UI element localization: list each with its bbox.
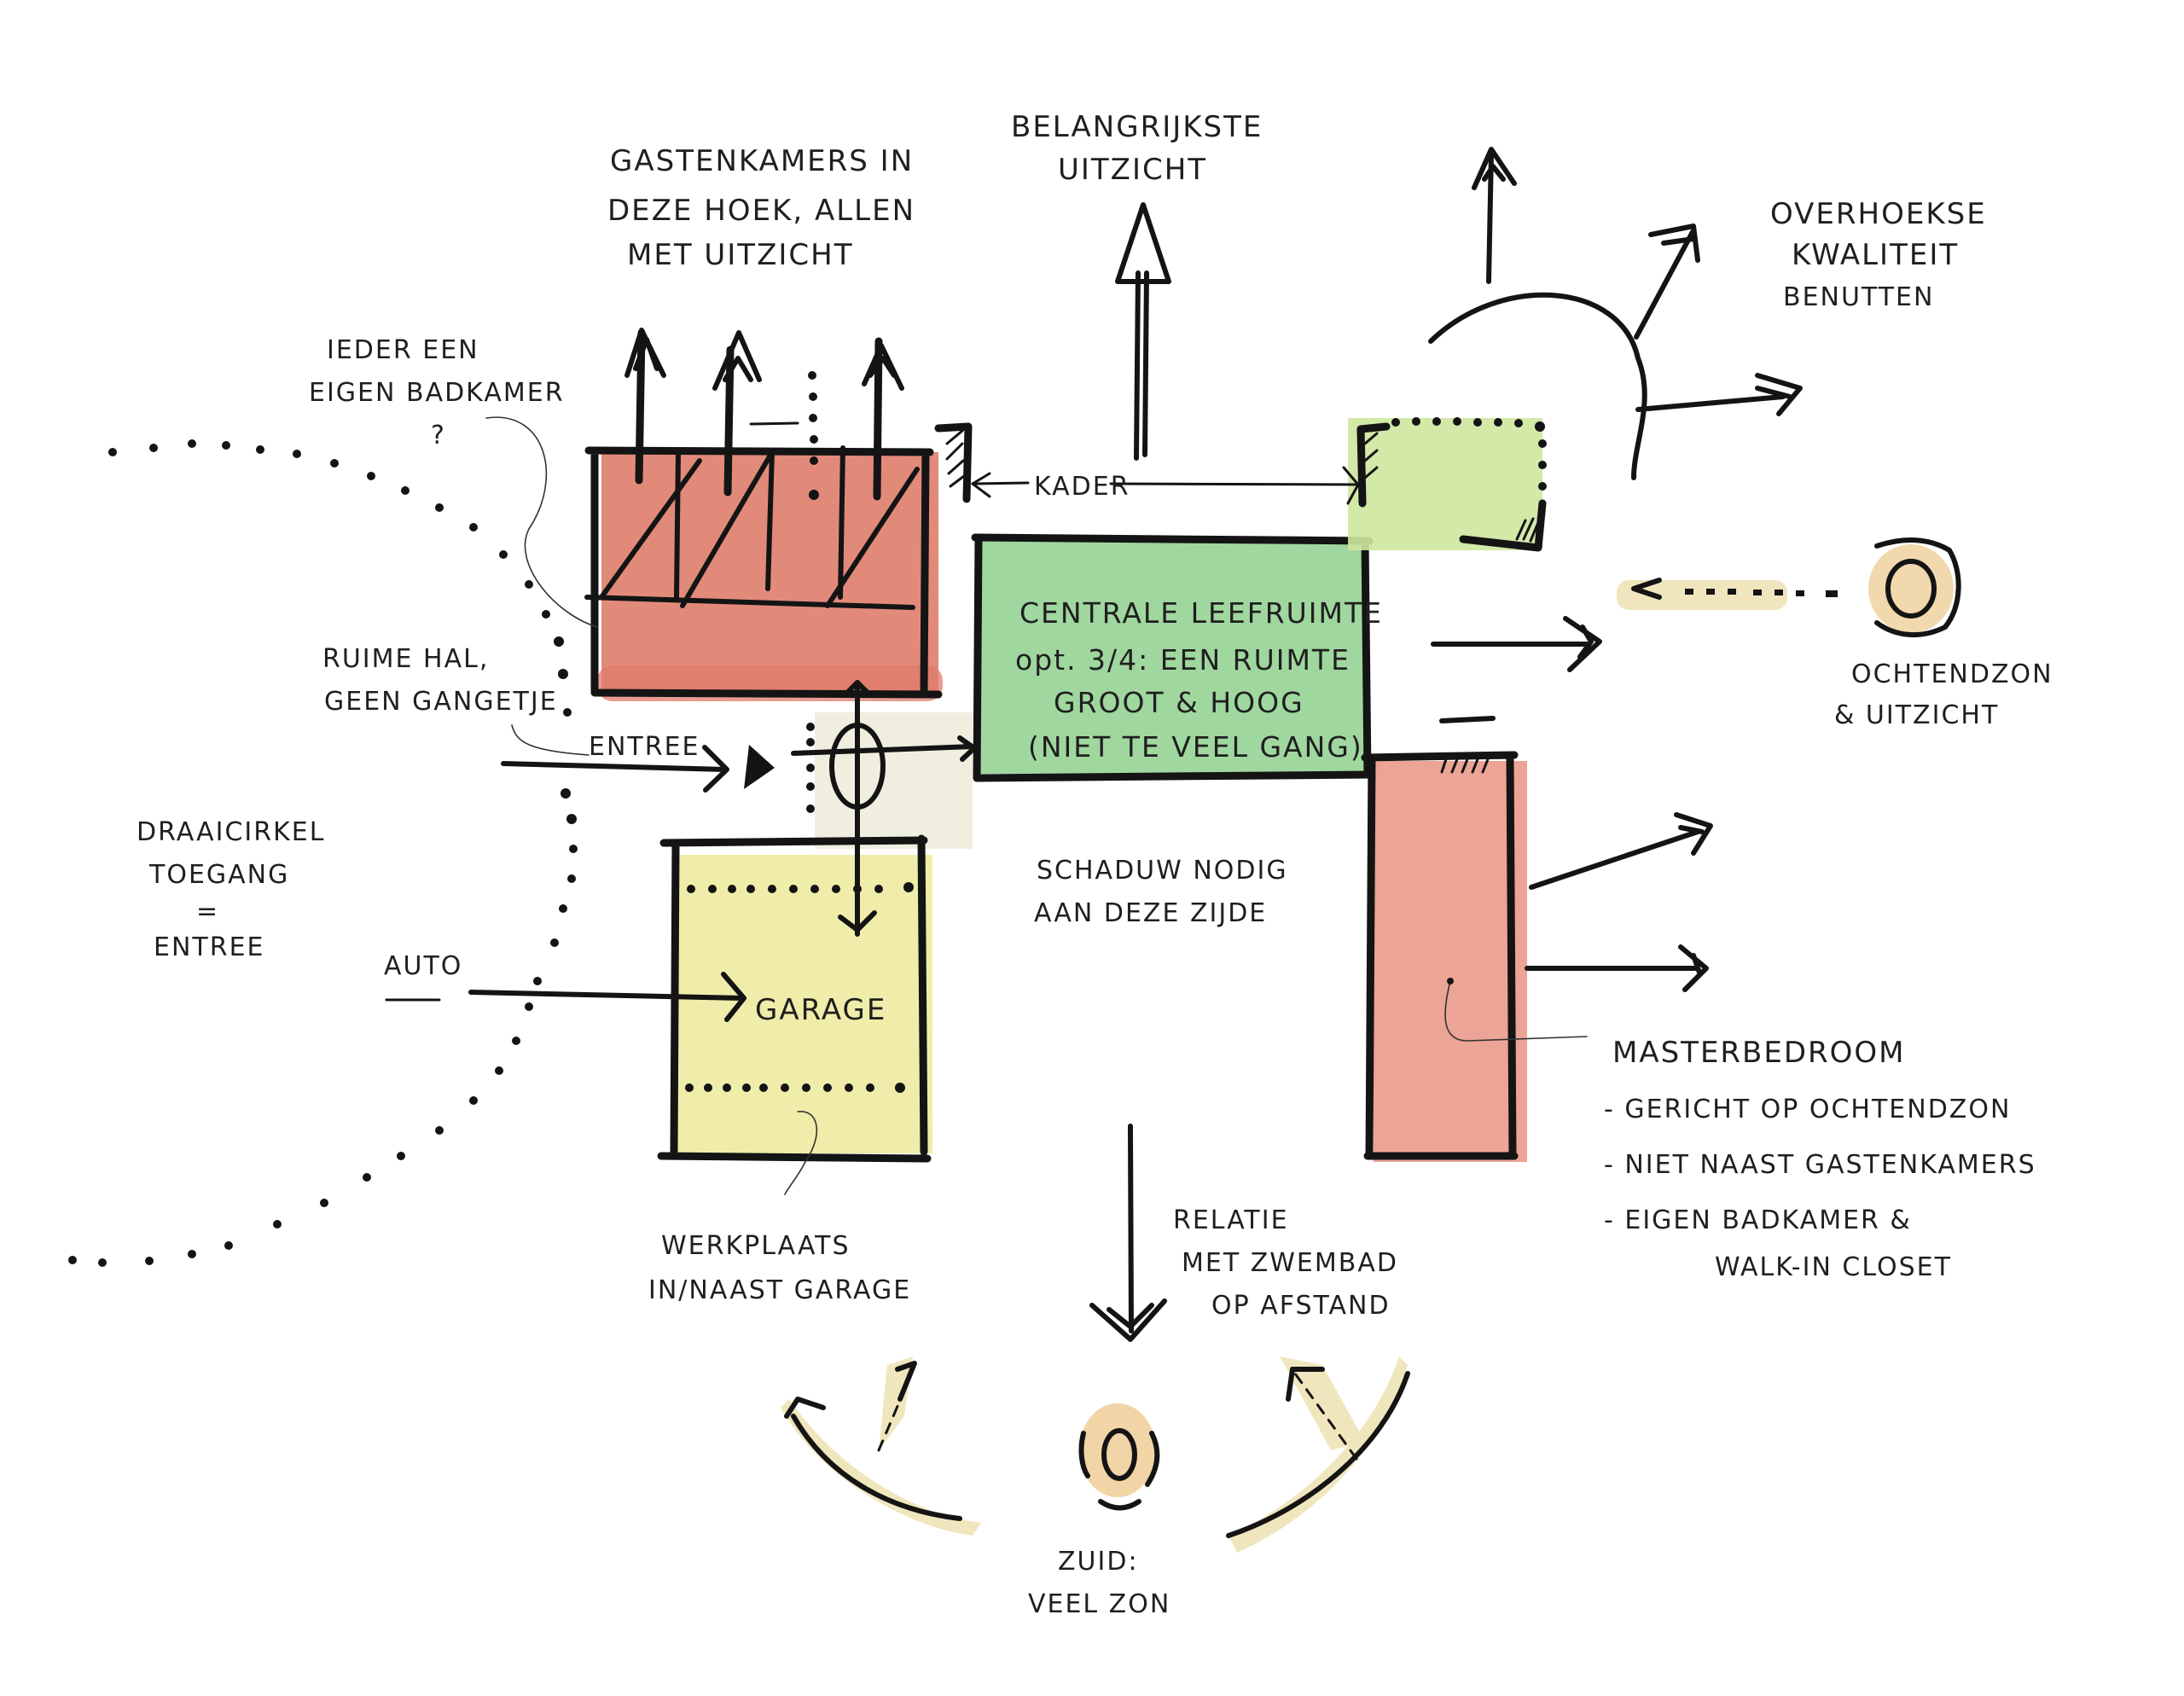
label-garage: GARAGE — [755, 993, 886, 1027]
central-living-block — [971, 533, 1374, 782]
svg-text:- GERICHT OP OCHTENDZON: - GERICHT OP OCHTENDZON — [1604, 1095, 2011, 1124]
master-bedroom-block — [1361, 751, 1588, 1162]
svg-text:KWALITEIT: KWALITEIT — [1792, 238, 1959, 272]
label-turning-circle: DRAAICIRKEL TOEGANG = ENTREE — [136, 817, 325, 962]
svg-text:GROOT & HOOG: GROOT & HOOG — [1054, 686, 1304, 719]
svg-text:- EIGEN BADKAMER &: - EIGEN BADKAMER & — [1604, 1205, 1912, 1235]
svg-text:BELANGRIJKSTE: BELANGRIJKSTE — [1011, 110, 1263, 144]
label-morning-sun: OCHTENDZON & UITZICHT — [1834, 659, 2053, 730]
svg-text:RUIME HAL,: RUIME HAL, — [322, 644, 489, 674]
svg-text:(NIET TE VEEL GANG): (NIET TE VEEL GANG) — [1028, 730, 1363, 764]
label-shade: SCHADUW NODIG AAN DEZE ZIJDE — [1034, 856, 1288, 928]
entrance-arrow — [501, 745, 775, 793]
label-south: ZUID: VEEL ZON — [1028, 1547, 1170, 1619]
label-guest-rooms: GASTENKAMERS IN DEZE HOEK, ALLEN MET UIT… — [607, 144, 915, 272]
svg-text:SCHADUW NODIG: SCHADUW NODIG — [1037, 856, 1288, 886]
svg-text:AAN DEZE ZIJDE: AAN DEZE ZIJDE — [1034, 898, 1267, 928]
label-workshop: WERKPLAATS IN/NAAST GARAGE — [648, 1231, 911, 1305]
svg-text:IEDER EEN: IEDER EEN — [327, 335, 479, 365]
hall-wash — [815, 712, 973, 849]
hall-leader-line — [511, 724, 590, 756]
turning-circle-path — [68, 439, 578, 1267]
svg-text:=: = — [196, 897, 219, 926]
corner-view-arrows — [1428, 147, 1803, 480]
living-east-arrows — [1431, 616, 1602, 723]
svg-text:& UITZICHT: & UITZICHT — [1834, 700, 1999, 730]
svg-text:WERKPLAATS: WERKPLAATS — [661, 1231, 851, 1261]
guest-view-arrows — [624, 328, 904, 501]
svg-text:opt. 3/4: EEN RUIMTE: opt. 3/4: EEN RUIMTE — [1015, 643, 1350, 677]
frame-dimension — [971, 466, 1360, 505]
label-central-living: CENTRALE LEEFRUIMTE opt. 3/4: EEN RUIMTE… — [1015, 596, 1383, 764]
corner-terrace-block — [1348, 417, 1547, 552]
sunray-dashes — [1685, 589, 1838, 597]
label-pool: RELATIE MET ZWEMBAD OP AFSTAND — [1173, 1205, 1398, 1321]
frame-wall-left — [934, 422, 973, 503]
svg-text:ZUID:: ZUID: — [1058, 1547, 1139, 1577]
garage-block — [657, 834, 932, 1195]
svg-text:IN/NAAST GARAGE: IN/NAAST GARAGE — [648, 1275, 911, 1305]
label-bathroom: IEDER EEN EIGEN BADKAMER ? — [309, 335, 565, 450]
label-corner-quality: OVERHOEKSE KWALITEIT BENUTTEN — [1770, 197, 1987, 312]
sun-icon-south — [781, 1356, 1410, 1553]
dotted-separator — [808, 371, 819, 500]
svg-text:DEZE HOEK, ALLEN: DEZE HOEK, ALLEN — [607, 194, 915, 228]
svg-text:DRAAICIRKEL: DRAAICIRKEL — [136, 817, 325, 847]
svg-text:- NIET NAAST GASTENKAMERS: - NIET NAAST GASTENKAMERS — [1604, 1150, 2036, 1180]
svg-text:BENUTTEN: BENUTTEN — [1783, 282, 1934, 312]
label-entrance: ENTREE — [589, 732, 700, 762]
label-frame: KADER — [1034, 472, 1130, 502]
svg-text:RELATIE: RELATIE — [1173, 1205, 1289, 1235]
svg-text:MASTERBEDROOM: MASTERBEDROOM — [1612, 1036, 1906, 1070]
label-car: AUTO — [384, 951, 462, 981]
main-view-arrow — [1115, 202, 1171, 461]
bathroom-leader-line — [485, 416, 598, 628]
svg-text:OP AFSTAND: OP AFSTAND — [1211, 1291, 1391, 1321]
svg-text:WALK-IN CLOSET: WALK-IN CLOSET — [1715, 1252, 1952, 1282]
svg-text:TOEGANG: TOEGANG — [148, 860, 289, 890]
car-arrow — [385, 972, 746, 1022]
svg-text:MET UITZICHT: MET UITZICHT — [627, 238, 853, 272]
label-master-bedroom: MASTERBEDROOM - GERICHT OP OCHTENDZON - … — [1604, 1036, 2036, 1282]
svg-text:GASTENKAMERS IN: GASTENKAMERS IN — [610, 144, 914, 178]
svg-text:CENTRALE LEEFRUIMTE: CENTRALE LEEFRUIMTE — [1019, 596, 1383, 630]
svg-text:ENTREE: ENTREE — [154, 932, 264, 962]
sun-icon-east — [1617, 537, 1961, 638]
label-hall: RUIME HAL, GEEN GANGETJE — [322, 644, 558, 717]
label-main-view: BELANGRIJKSTE UITZICHT — [1011, 110, 1263, 187]
entrance-triangle-icon — [744, 745, 775, 789]
master-east-arrows — [1525, 812, 1713, 992]
svg-text:GEEN GANGETJE: GEEN GANGETJE — [324, 687, 558, 717]
svg-text:?: ? — [431, 421, 446, 450]
svg-text:OVERHOEKSE: OVERHOEKSE — [1770, 197, 1987, 231]
pool-arrow — [1089, 1124, 1167, 1342]
svg-text:VEEL ZON: VEEL ZON — [1028, 1589, 1170, 1619]
garage-dotted-line-bottom — [685, 1083, 905, 1093]
hall-circle-icon — [791, 680, 977, 937]
svg-text:EIGEN BADKAMER: EIGEN BADKAMER — [309, 378, 565, 408]
svg-text:UITZICHT: UITZICHT — [1058, 153, 1207, 187]
hall-dotted-edge — [806, 723, 815, 813]
svg-text:OCHTENDZON: OCHTENDZON — [1851, 659, 2053, 689]
svg-text:MET ZWEMBAD: MET ZWEMBAD — [1182, 1248, 1398, 1278]
terrace-dotted-edge — [1391, 417, 1547, 491]
